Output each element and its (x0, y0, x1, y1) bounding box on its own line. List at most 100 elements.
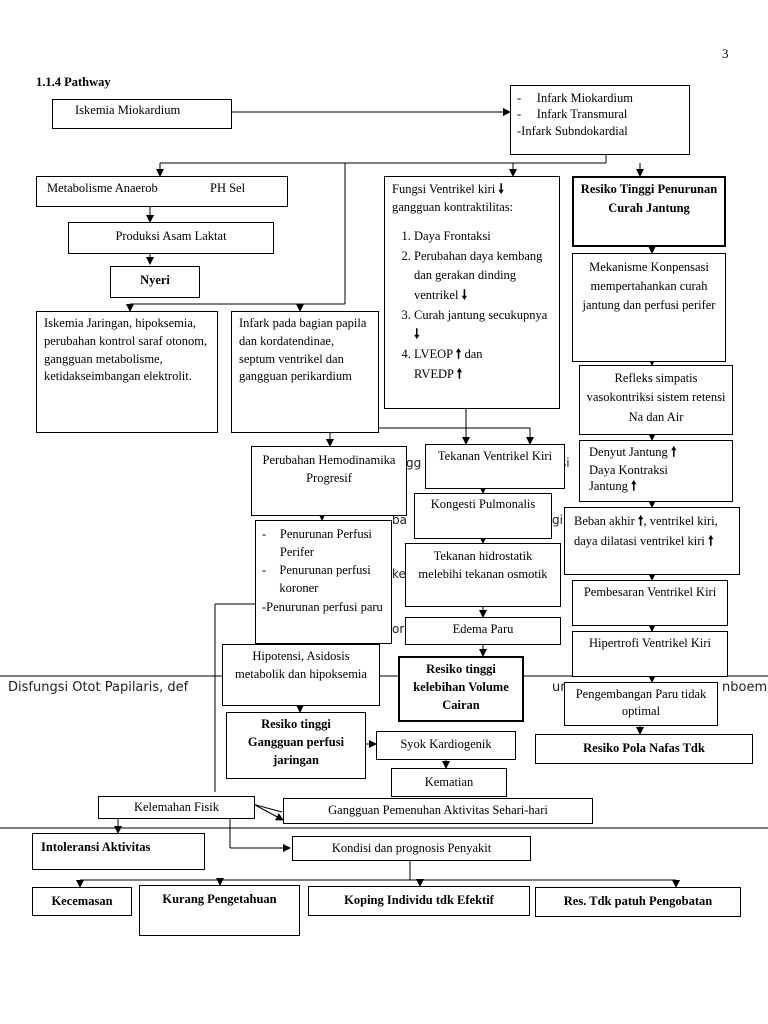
node-fungsi-ventrikel: Fungsi Ventrikel kiri 🠗 gangguan kontrak… (384, 176, 560, 409)
koping-label: Koping Individu tdk Efektif (344, 893, 494, 907)
node-label: Iskemia Miokardium (75, 103, 181, 117)
node-kurang-pengetahuan: Kurang Pengetahuan (139, 885, 300, 936)
mekanisme-label: Mekanisme Konpensasi mempertahankan cura… (582, 260, 716, 312)
nyeri-label: Nyeri (140, 273, 170, 287)
node-kematian: Kematian (391, 768, 507, 797)
node-hipertrofi-ventrikel: Hipertrofi Ventrikel Kiri (572, 631, 728, 677)
node-penurunan-perfusi: -Penurunan Perfusi Perifer -Penurunan pe… (255, 520, 392, 644)
kurang-pengetahuan-label: Kurang Pengetahuan (162, 892, 277, 906)
ghost-text-6: or (392, 622, 405, 636)
node-hipotensi: Hipotensi, Asidosis metabolik dan hipoks… (222, 644, 380, 706)
tekanan-ventrikel-label: Tekanan Ventrikel Kiri (437, 449, 553, 463)
infark-item-1: - Infark Miokardium (517, 91, 633, 105)
hemodinamika-label: Perubahan Hemodinamika Progresif (262, 453, 396, 486)
arrow-down-icon: 🠗 (461, 287, 468, 303)
node-resiko-kelebihan-volume: Resiko tinggi kelebihan Volume Cairan (398, 656, 524, 722)
infark-item-2: - Infark Transmural (517, 107, 628, 122)
node-kongesti-pulmonalis: Kongesti Pulmonalis (414, 493, 552, 539)
arrow-up-icon: 🠕 (631, 479, 637, 495)
node-perubahan-hemodinamika: Perubahan Hemodinamika Progresif (251, 446, 407, 516)
ghost-text-1: gg (406, 456, 422, 470)
produksi-label: Produksi Asam Laktat (115, 229, 227, 243)
node-refleks-simpatis: Refleks simpatis vasokontriksi sistem re… (579, 365, 733, 435)
arrow-up-icon: 🠕 (707, 534, 714, 550)
node-resiko-pola-nafas: Resiko Pola Nafas Tdk (535, 734, 753, 764)
arrow-up-icon: 🠕 (456, 367, 463, 383)
kongesti-label: Kongesti Pulmonalis (430, 497, 536, 511)
node-resiko-gangguan-perfusi: Resiko tinggi Gangguan perfusi jaringan (226, 712, 366, 779)
hipotensi-label: Hipotensi, Asidosis metabolik dan hipoks… (235, 649, 367, 682)
kelebihan-volume-label: Resiko tinggi kelebihan Volume Cairan (413, 662, 509, 713)
ghost-text-tromboemb: nboemb (722, 680, 768, 695)
node-pengembangan-paru: Pengembangan Paru tidak optimal (564, 682, 718, 726)
node-koping-individu: Koping Individu tdk Efektif (308, 886, 530, 916)
penurunan-item-3: -Penurunan perfusi paru (262, 599, 383, 614)
fungsi-item: Perubahan daya kembang dan gerakan dindi… (414, 247, 552, 306)
kecemasan-label: Kecemasan (51, 894, 113, 908)
kondisi-label: Kondisi dan prognosis Penyakit (331, 841, 492, 855)
edema-label: Edema Paru (452, 622, 514, 636)
page-number: 3 (722, 46, 729, 61)
kematian-label: Kematian (424, 775, 474, 789)
pengembangan-label: Pengembangan Paru tidak optimal (575, 687, 707, 719)
node-gangguan-pemenuhan: Gangguan Pemenuhan Aktivitas Sehari-hari (283, 798, 593, 824)
node-tekanan-ventrikel: Tekanan Ventrikel Kiri (425, 444, 565, 489)
node-resiko-penurunan-curah-jantung: Resiko Tinggi Penurunan Curah Jantung (572, 176, 726, 247)
kelemahan-label: Kelemahan Fisik (133, 800, 220, 814)
beban-label-2: , ventrikel kiri, daya dilatasi ventrike… (574, 514, 718, 549)
node-intoleransi-aktivitas: Intoleransi Aktivitas (32, 833, 205, 870)
intoleransi-label: Intoleransi Aktivitas (41, 840, 151, 854)
node-kelemahan-fisik: Kelemahan Fisik (98, 796, 255, 819)
node-iskemia-jaringan: Iskemia Jaringan, hipoksemia, perubahan … (36, 311, 218, 433)
node-tekanan-hidrostatik: Tekanan hidrostatik melebihi tekanan osm… (405, 543, 561, 607)
arrow-down-icon: 🠗 (414, 327, 420, 343)
ghost-text-3: ba (392, 513, 407, 527)
section-title: 1.1.4 Pathway (36, 75, 111, 89)
pembesaran-label: Pembesaran Ventrikel Kiri (583, 585, 717, 599)
hidrostatik-label: Tekanan hidrostatik melebihi tekanan osm… (418, 549, 548, 582)
ghost-text-disfungsi: Disfungsi Otot Papilaris, def (8, 680, 189, 695)
node-syok-kardiogenik: Syok Kardiogenik (376, 731, 516, 760)
node-iskemia-miokardium: Iskemia Miokardium (52, 99, 232, 129)
fungsi-item: Daya Frontaksi (414, 227, 552, 246)
ghost-text-4: gi (552, 513, 563, 527)
ghost-text-rupture: ur (552, 680, 566, 695)
fungsi-list: Daya Frontaksi Perubahan daya kembang da… (392, 227, 552, 385)
refleks-label: Refleks simpatis vasokontriksi sistem re… (586, 371, 726, 424)
ghost-text-5: ke (392, 567, 406, 581)
fungsi-title-1: Fungsi Ventrikel kiri (392, 182, 496, 196)
gangguan-perfusi-label: Resiko tinggi Gangguan perfusi jaringan (247, 717, 345, 768)
resiko-pola-nafas-label: Resiko Pola Nafas Tdk (583, 741, 705, 755)
node-mekanisme-konpensasi: Mekanisme Konpensasi mempertahankan cura… (572, 253, 726, 362)
penurunan-item-2: Penurunan perfusi koroner (279, 563, 371, 596)
tdk-patuh-label: Res. Tdk patuh Pengobatan (563, 894, 713, 908)
node-kondisi-prognosis: Kondisi dan prognosis Penyakit (292, 836, 531, 861)
penurunan-item-1: Penurunan Perfusi Perifer (279, 527, 372, 560)
node-res-tdk-patuh: Res. Tdk patuh Pengobatan (535, 887, 741, 917)
resiko-curah-jantung-label: Resiko Tinggi Penurunan Curah Jantung (580, 182, 718, 215)
ph-sel-label: PH Sel (210, 181, 246, 195)
node-kecemasan: Kecemasan (32, 887, 132, 916)
arrow-up-icon: 🠕 (455, 347, 462, 363)
iskemia-jaringan-label: Iskemia Jaringan, hipoksemia, perubahan … (44, 316, 208, 384)
arrow-up-icon: 🠕 (670, 445, 677, 460)
arrow-up-icon: 🠕 (637, 514, 644, 529)
node-denyut-jantung: Denyut Jantung 🠕 Daya Kontraksi Jantung … (579, 440, 733, 502)
node-infark-papila: Infark pada bagian papila dan kordatendi… (231, 311, 379, 433)
daya-kontraksi-label: Daya Kontraksi (589, 462, 668, 477)
gangguan-pemenuhan-label: Gangguan Pemenuhan Aktivitas Sehari-hari (328, 803, 548, 817)
node-infark: - Infark Miokardium - Infark Transmural … (510, 85, 690, 155)
node-nyeri: Nyeri (110, 266, 200, 298)
node-edema-paru: Edema Paru (405, 617, 561, 645)
arrow-down-icon: 🠗 (498, 182, 504, 197)
hipertrofi-label: Hipertrofi Ventrikel Kiri (589, 636, 711, 650)
infark-papila-label: Infark pada bagian papila dan kordatendi… (239, 316, 367, 384)
node-produksi-asam-laktat: Produksi Asam Laktat (68, 222, 274, 254)
denyut-label: Denyut Jantung (589, 445, 668, 459)
syok-label: Syok Kardiogenik (400, 737, 492, 751)
infark-item-3: -Infark Subndokardial (517, 123, 628, 138)
jantung-label: Jantung (589, 479, 628, 494)
fungsi-title-2: gangguan kontraktilitas: (392, 199, 514, 214)
